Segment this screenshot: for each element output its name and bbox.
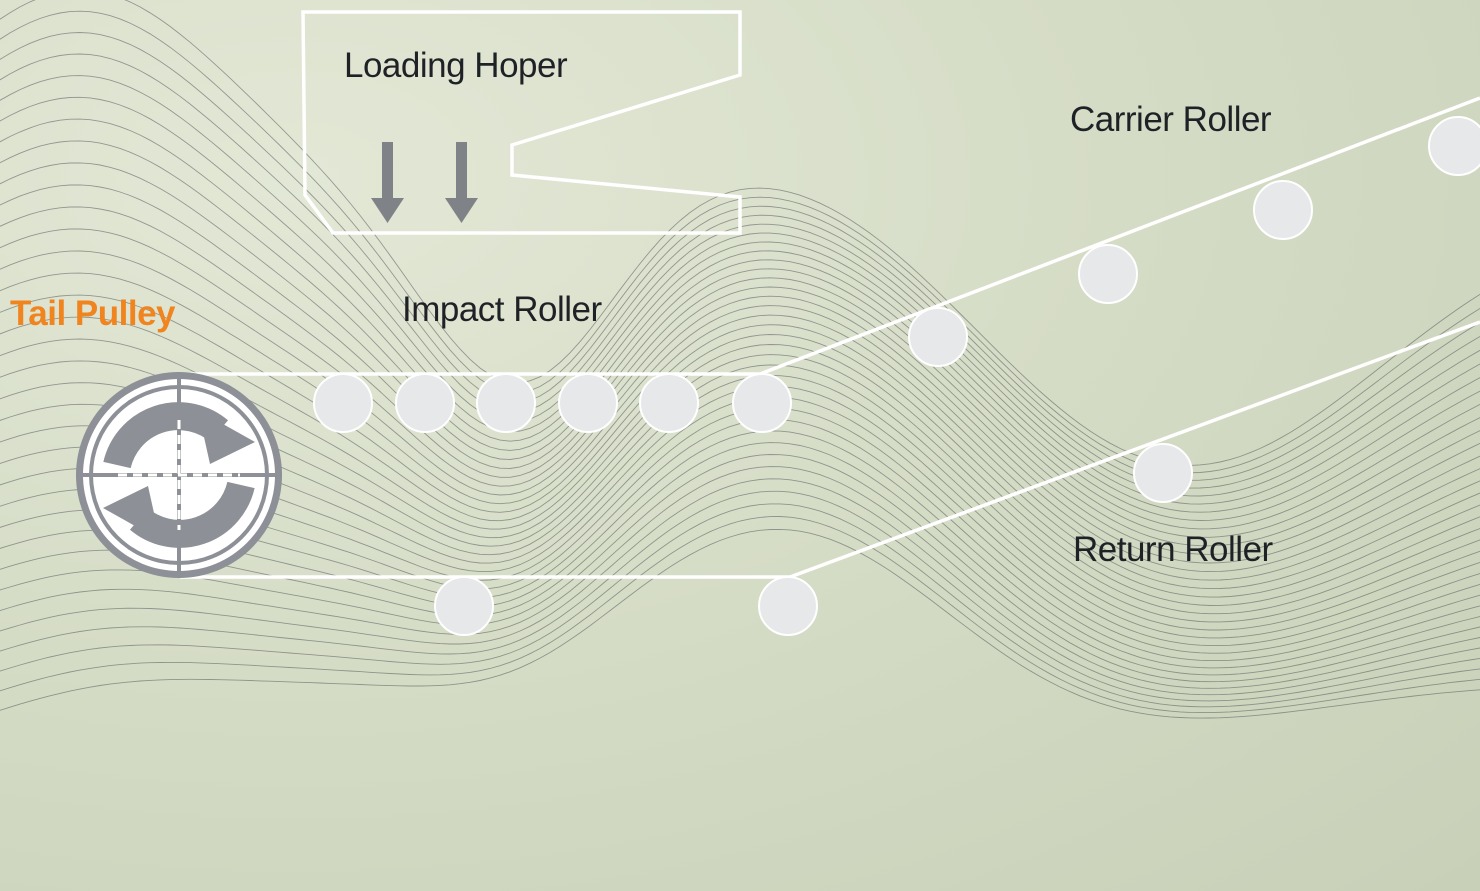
loading-hopper-outline (301, 10, 742, 235)
impact-roller (476, 373, 536, 433)
return-roller-label: Return Roller (1073, 530, 1273, 569)
impact-roller (732, 373, 792, 433)
wave-line (0, 442, 1480, 676)
carrier-rollers (908, 116, 1480, 367)
wave-line (0, 294, 1480, 581)
return-roller (758, 576, 818, 636)
wave-line (0, 478, 1480, 696)
carrier-roller (1078, 244, 1138, 304)
carrier-roller (1428, 116, 1480, 176)
impact-roller (395, 373, 455, 433)
carrier-roller (908, 307, 968, 367)
impact-roller (558, 373, 618, 433)
conveyor-belt (180, 96, 1480, 579)
return-roller (1133, 443, 1193, 503)
wave-line (0, 228, 1480, 555)
carrier-roller-label: Carrier Roller (1070, 100, 1272, 139)
wave-line (0, 466, 1480, 689)
wave-line (0, 96, 1480, 505)
impact-roller-label: Impact Roller (402, 290, 602, 329)
return-rollers (434, 443, 1193, 636)
wave-line (0, 272, 1480, 573)
wave-line (0, 528, 1480, 719)
impact-roller (313, 373, 373, 433)
wave-line (0, 490, 1480, 702)
wave-line (0, 0, 1480, 466)
wave-line (0, 454, 1480, 683)
wave-line (0, 162, 1480, 530)
tail-pulley-label: Tail Pulley (10, 294, 176, 333)
wave-line (0, 516, 1480, 714)
tail-pulley (76, 372, 282, 578)
wave-line (0, 140, 1480, 521)
down-arrow-icon (371, 142, 404, 223)
return-roller (434, 576, 494, 636)
wave-line (0, 250, 1480, 564)
loading-hopper-label: Loading Hoper (344, 46, 568, 85)
refresh-cycle-icon (103, 402, 255, 548)
wave-line (0, 184, 1480, 538)
impact-rollers (313, 373, 792, 433)
wave-line (0, 503, 1480, 708)
down-arrow-icon (445, 142, 478, 223)
impact-roller (639, 373, 699, 433)
wave-line (0, 206, 1480, 547)
wave-line (0, 118, 1480, 513)
wave-mesh-background (0, 0, 1480, 719)
carrier-roller (1253, 180, 1313, 240)
